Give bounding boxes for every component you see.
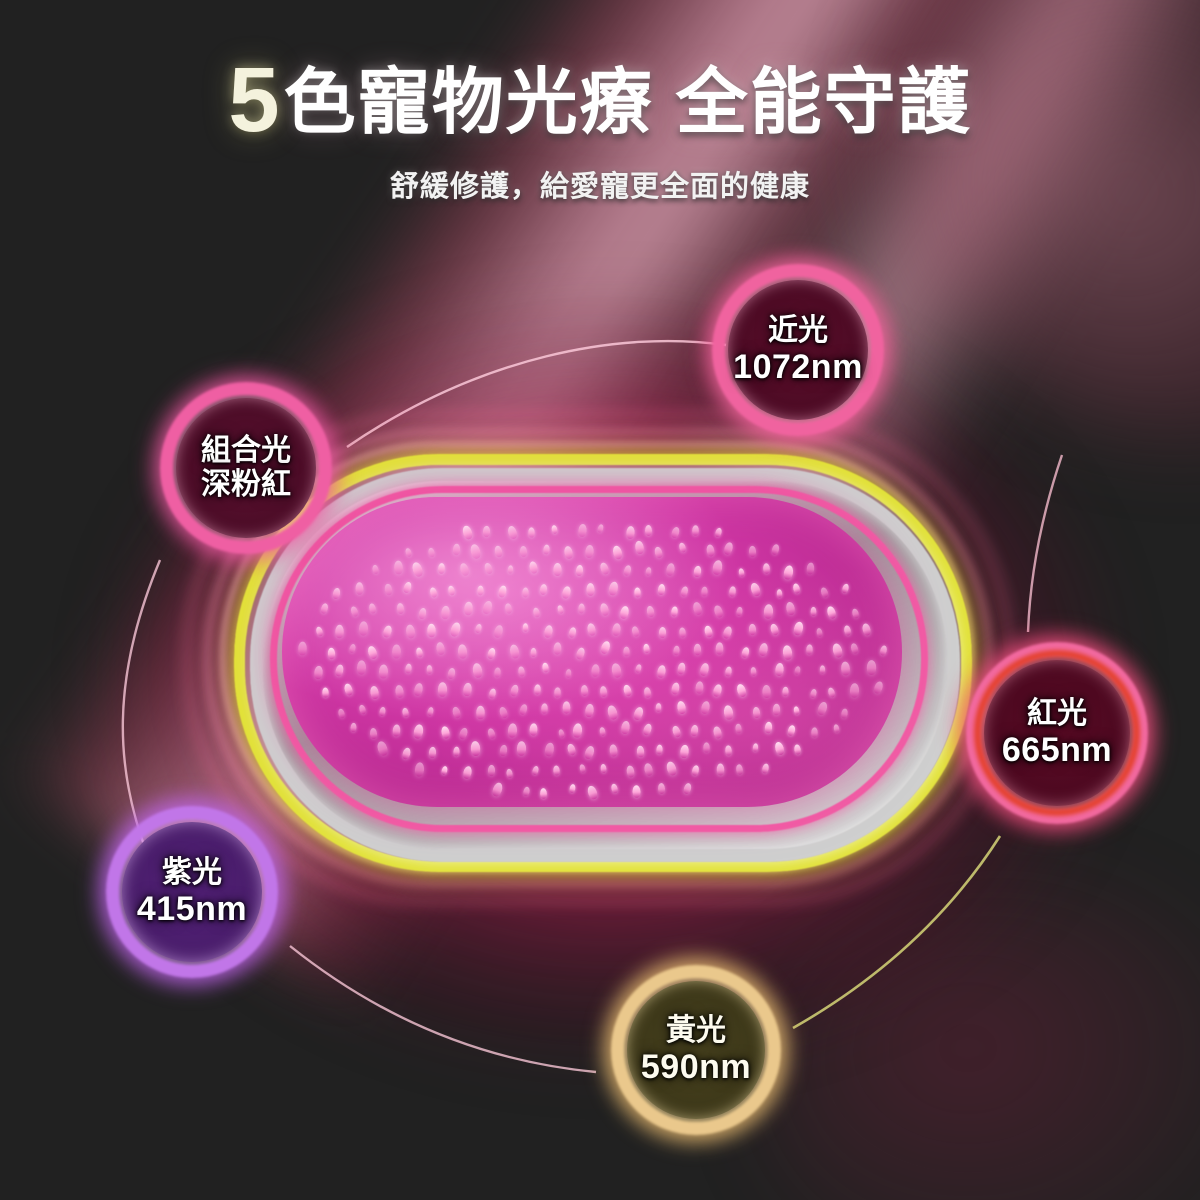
page-title: 5色寵物光療全能守護 [0, 52, 1200, 149]
badge-label-line2: 590nm [640, 1047, 752, 1086]
bristle-pin [391, 644, 401, 659]
bristle-pin [522, 623, 529, 632]
bristle-pin [716, 763, 725, 776]
badge-label-line2: 415nm [136, 889, 248, 928]
badge-red-light[interactable]: 紅光 665nm [952, 628, 1162, 838]
badge-label-line2: 1072nm [733, 347, 863, 386]
bristle-pin [413, 761, 425, 777]
bristle-pin [657, 783, 666, 795]
badge-label-line2: 深粉紅 [201, 468, 291, 501]
bristle-pin [658, 626, 666, 639]
bristle-pin [553, 686, 561, 698]
bristle-pin [761, 684, 771, 699]
bristle-pin [475, 705, 485, 720]
device-illustration [184, 412, 1012, 904]
bristle-pin [678, 627, 686, 639]
badge-yellow-light[interactable]: 黃光 590nm [598, 952, 794, 1148]
bristle-pin [334, 624, 344, 639]
title-main: 色寵物光療 [283, 63, 654, 143]
header-block: 5色寵物光療全能守護 舒緩修護，給愛寵更全面的健康 [0, 52, 1200, 205]
badge-label-line1: 黃光 [665, 1014, 726, 1048]
bristle-pin [521, 587, 529, 598]
bristle-pin [586, 583, 595, 597]
bristle-pin [590, 664, 600, 678]
bristle-pin [378, 664, 388, 679]
bristle-pin [437, 681, 448, 697]
bristle-pin [519, 546, 528, 558]
bristle-pin [749, 666, 757, 676]
bristle-pin [392, 724, 401, 737]
bristle-pin [580, 684, 588, 696]
bristle-pin [762, 604, 774, 620]
bristle-pin [633, 587, 641, 598]
bristle-pin [476, 585, 484, 596]
badge-label-line1: 紅光 [1026, 697, 1087, 731]
bristle-pin [724, 744, 733, 756]
bristle-pin [810, 726, 818, 738]
badge-violet-light[interactable]: 紫光 415nm [92, 792, 292, 992]
bristle-pin [528, 527, 535, 538]
bristle-pin [810, 607, 817, 617]
device-bristle-panel [282, 497, 902, 807]
bristle-pin [623, 646, 630, 657]
page-subtitle: 舒緩修護，給愛寵更全面的健康 [389, 170, 810, 203]
title-second: 全能守護 [675, 63, 972, 143]
bristle-pin [487, 764, 495, 776]
bristle-pin [327, 647, 336, 660]
bristle-pin [516, 740, 527, 756]
bristle-pin [866, 660, 877, 676]
title-number: 5 [228, 49, 282, 151]
badge-label-line2: 665nm [1001, 730, 1113, 769]
bristle-pin [540, 703, 548, 714]
bristle-pin [297, 641, 307, 656]
badge-label-line1: 紫光 [161, 856, 222, 890]
bristle-pin [693, 643, 702, 656]
bristle-pin [701, 586, 708, 597]
bristle-pin [358, 620, 369, 636]
badge-label-line1: 近光 [767, 314, 828, 348]
bristle-pin [819, 665, 825, 674]
bristle-pin [840, 661, 851, 676]
badge-label-line1: 組合光 [201, 434, 291, 468]
badge-combination-light[interactable]: 組合光 深粉紅 [146, 368, 346, 568]
bristle-pin [553, 563, 562, 577]
bristle-pin [636, 745, 645, 758]
bristle-pin [539, 787, 548, 799]
bristle-pin [369, 727, 378, 740]
bristle-pin [396, 603, 405, 615]
badge-near-infrared[interactable]: 近光 1072nm [698, 250, 898, 450]
bristle-pin [584, 544, 595, 558]
bristle-pin [748, 623, 757, 635]
bristle-pin [645, 524, 653, 536]
